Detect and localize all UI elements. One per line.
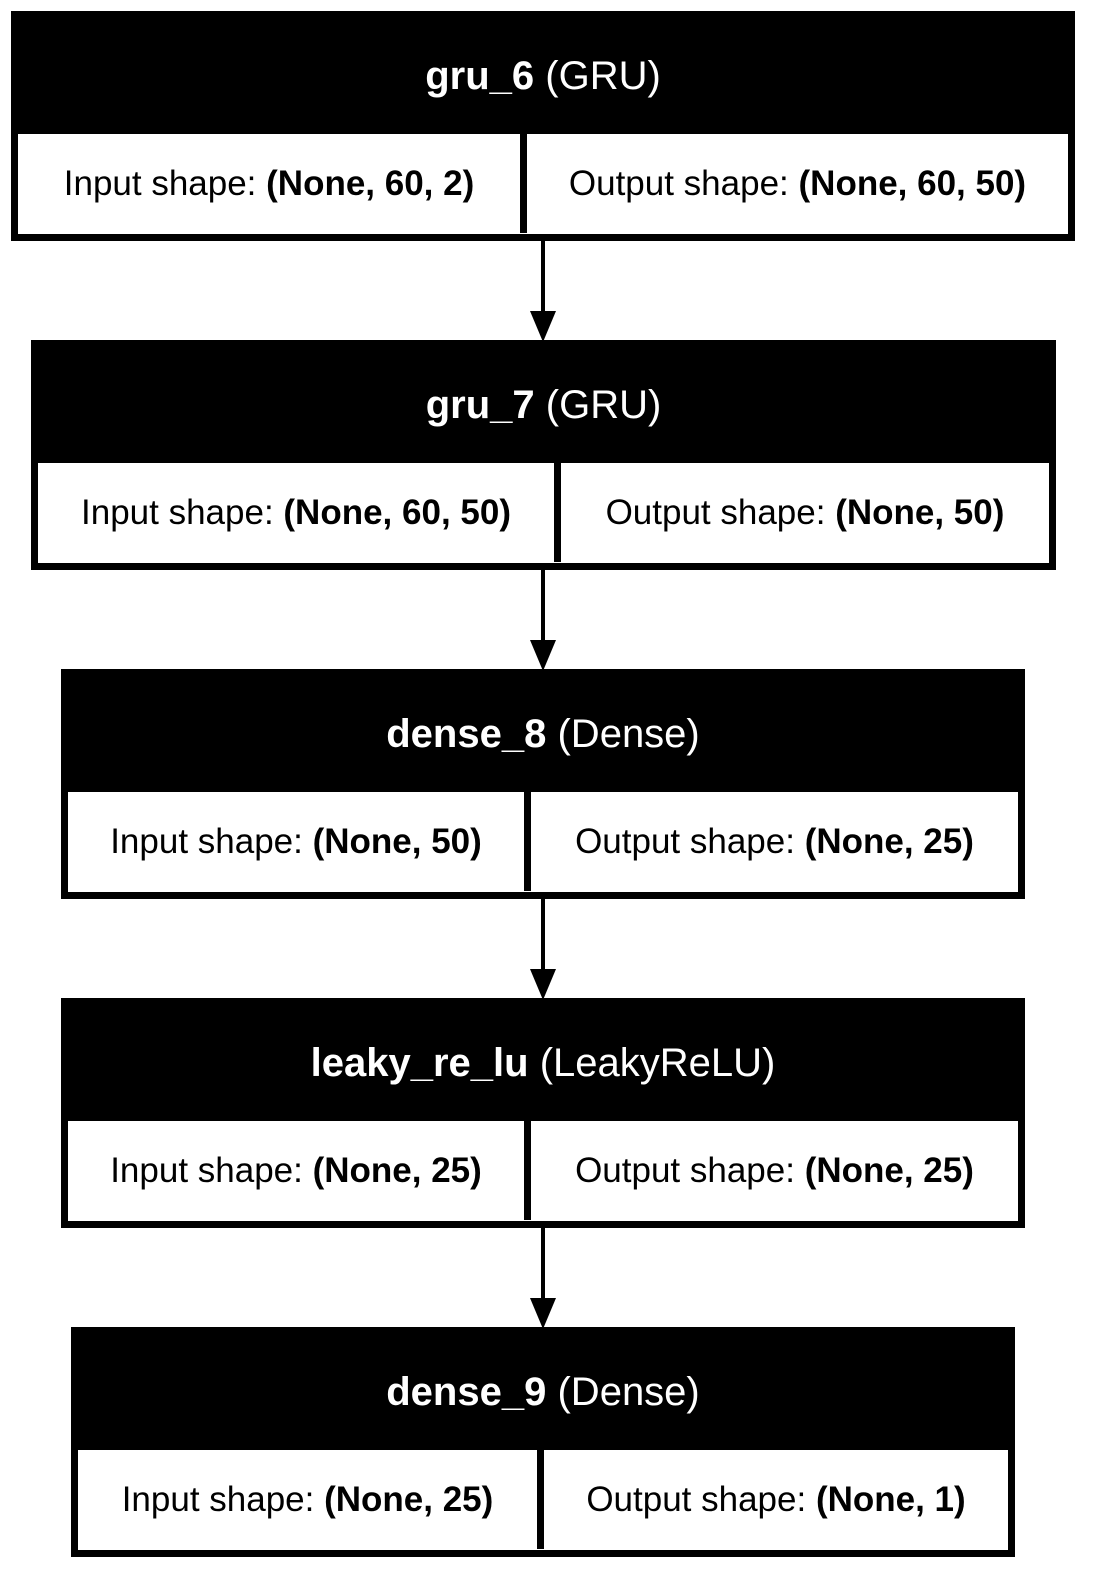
layer-node: dense_8 (Dense) Input shape: (None, 50) … <box>61 669 1025 899</box>
input-shape-label: Input shape: <box>81 492 274 532</box>
output-shape-label: Output shape: <box>575 821 795 861</box>
layer-header: gru_7 (GRU) <box>38 347 1049 463</box>
layer-type: (Dense) <box>557 1369 700 1414</box>
edge-line <box>541 899 545 972</box>
input-shape-cell: Input shape: (None, 50) <box>68 792 524 891</box>
layer-shapes: Input shape: (None, 60, 2) Output shape:… <box>18 134 1068 233</box>
arrowhead-icon <box>530 311 556 342</box>
layer-node: gru_7 (GRU) Input shape: (None, 60, 50) … <box>31 340 1056 570</box>
layer-type: (LeakyReLU) <box>539 1040 776 1085</box>
input-shape-cell: Input shape: (None, 60, 50) <box>38 463 554 562</box>
input-shape-value: (None, 60, 2) <box>266 163 475 203</box>
layer-header: dense_9 (Dense) <box>78 1334 1008 1450</box>
edge-line <box>541 1228 545 1301</box>
layer-name: dense_9 <box>386 1369 547 1414</box>
input-shape-label: Input shape: <box>110 1150 303 1190</box>
layer-name: gru_6 <box>425 53 535 98</box>
arrowhead-icon <box>530 969 556 1000</box>
input-shape-value: (None, 25) <box>312 1150 482 1190</box>
input-shape-value: (None, 50) <box>312 821 482 861</box>
edge-line <box>541 241 545 314</box>
input-shape-label: Input shape: <box>121 1479 315 1519</box>
output-shape-cell: Output shape: (None, 1) <box>537 1450 1008 1549</box>
layer-shapes: Input shape: (None, 60, 50) Output shape… <box>38 463 1049 562</box>
output-shape-value: (None, 60, 50) <box>798 163 1027 203</box>
output-shape-value: (None, 50) <box>835 492 1005 532</box>
output-shape-cell: Output shape: (None, 25) <box>524 1121 1018 1220</box>
layer-node: gru_6 (GRU) Input shape: (None, 60, 2) O… <box>11 11 1075 241</box>
input-shape-label: Input shape: <box>110 821 303 861</box>
layer-shapes: Input shape: (None, 50) Output shape: (N… <box>68 792 1018 891</box>
layer-type: (GRU) <box>545 382 662 427</box>
output-shape-label: Output shape: <box>568 163 789 203</box>
layer-type: (Dense) <box>557 711 700 756</box>
arrowhead-icon <box>530 640 556 671</box>
layer-name: dense_8 <box>386 711 547 756</box>
output-shape-label: Output shape: <box>575 1150 795 1190</box>
output-shape-cell: Output shape: (None, 25) <box>524 792 1018 891</box>
input-shape-label: Input shape: <box>63 163 257 203</box>
output-shape-cell: Output shape: (None, 60, 50) <box>520 134 1068 233</box>
layer-node: leaky_re_lu (LeakyReLU) Input shape: (No… <box>61 998 1025 1228</box>
output-shape-value: (None, 25) <box>804 1150 974 1190</box>
layer-header: leaky_re_lu (LeakyReLU) <box>68 1005 1018 1121</box>
arrowhead-icon <box>530 1298 556 1329</box>
edge-line <box>541 570 545 643</box>
layer-node: dense_9 (Dense) Input shape: (None, 25) … <box>71 1327 1015 1557</box>
output-shape-label: Output shape: <box>605 492 826 532</box>
output-shape-cell: Output shape: (None, 50) <box>554 463 1049 562</box>
input-shape-cell: Input shape: (None, 60, 2) <box>18 134 520 233</box>
input-shape-value: (None, 60, 50) <box>283 492 511 532</box>
layer-header: dense_8 (Dense) <box>68 676 1018 792</box>
output-shape-value: (None, 1) <box>815 1479 966 1519</box>
input-shape-cell: Input shape: (None, 25) <box>78 1450 537 1549</box>
layer-name: gru_7 <box>425 382 535 427</box>
input-shape-value: (None, 25) <box>324 1479 494 1519</box>
output-shape-value: (None, 25) <box>804 821 974 861</box>
input-shape-cell: Input shape: (None, 25) <box>68 1121 524 1220</box>
layer-header: gru_6 (GRU) <box>18 18 1068 134</box>
layer-type: (GRU) <box>545 53 661 98</box>
layer-shapes: Input shape: (None, 25) Output shape: (N… <box>68 1121 1018 1220</box>
layer-name: leaky_re_lu <box>310 1040 529 1085</box>
output-shape-label: Output shape: <box>586 1479 807 1519</box>
layer-shapes: Input shape: (None, 25) Output shape: (N… <box>78 1450 1008 1549</box>
